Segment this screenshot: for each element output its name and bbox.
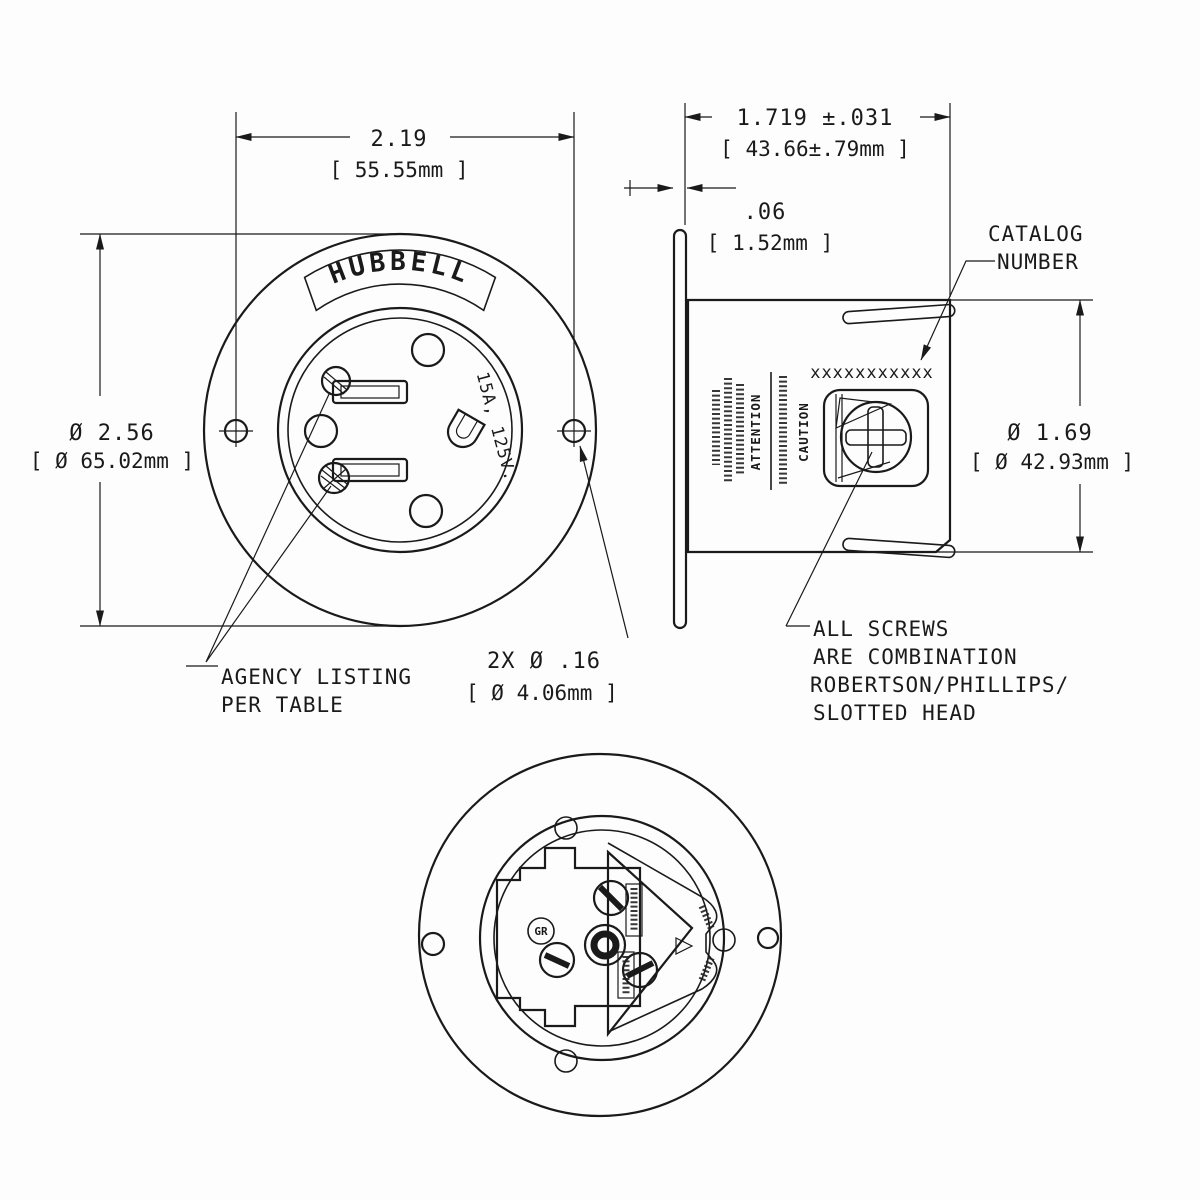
catalog-number-note: CATALOG NUMBER [920, 222, 1084, 361]
agency-note-line1: AGENCY LISTING [221, 665, 412, 689]
dimension-body-diameter: Ø 1.69 [ Ø 42.93mm ] [688, 299, 1134, 553]
agency-note: AGENCY LISTING PER TABLE [186, 391, 412, 717]
rear-flange-circle [417, 752, 783, 1118]
dim-flange-in: .06 [744, 200, 787, 225]
hot-slot [331, 457, 409, 483]
dimension-flange-diameter: Ø 2.56 [ Ø 65.02mm ] [30, 233, 402, 627]
rear-mounting-hole-left [420, 931, 446, 957]
rear-center-hole [583, 923, 627, 967]
spring-clip-bottom [842, 537, 956, 559]
face-rim-inner [287, 317, 513, 543]
dim-body-dia-in: Ø 1.69 [1007, 421, 1092, 446]
dim-width-mm: [ 55.55mm ] [329, 158, 468, 182]
screws-note: ALL SCREWS ARE COMBINATION ROBERTSON/PHI… [785, 451, 1069, 725]
front-view: HUBBELL 15A, 125V. [30, 112, 629, 717]
dimension-depth: 1.719 ±.031 [ 43.66±.79mm ] [684, 103, 951, 297]
spring-clip-top [842, 303, 956, 325]
rear-strap-outline [607, 842, 718, 1033]
assembly-hole-bottom [408, 493, 444, 529]
rear-body-block [495, 846, 642, 1028]
agency-circle [303, 413, 339, 449]
ground-label: GR [534, 925, 548, 938]
ground-slot [446, 408, 486, 449]
dim-body-dia-mm: [ Ø 42.93mm ] [970, 450, 1134, 474]
assembly-hole-top [410, 332, 446, 368]
agency-note-line2: PER TABLE [221, 693, 344, 717]
side-view: xxxxxxxxxxx ATTENTION CAUTION CATALOG NU… [624, 103, 1134, 725]
ground-marking: GR [527, 917, 555, 945]
rating-label: 15A, 125V. [472, 370, 520, 484]
brand-band [303, 249, 497, 312]
rear-index-triangle [675, 937, 694, 955]
rear-view: GR [417, 752, 783, 1118]
catalog-note-line1: CATALOG [988, 222, 1084, 246]
agency-screw-top [320, 365, 352, 397]
hole-callout-line1: 2X Ø .16 [487, 649, 601, 674]
dim-depth-mm: [ 43.66±.79mm ] [720, 137, 910, 161]
mounting-hole-callout: 2X Ø .16 [ Ø 4.06mm ] [466, 445, 629, 705]
catalog-note-line2: NUMBER [997, 250, 1079, 274]
dimension-width: 2.19 [ 55.55mm ] [235, 112, 575, 447]
molded-text-strips [617, 883, 716, 999]
dim-diameter-mm: [ Ø 65.02mm ] [30, 449, 194, 473]
attention-text: ATTENTION [748, 394, 763, 471]
dim-width-in: 2.19 [371, 127, 428, 152]
face-rim-outer [276, 306, 524, 554]
caution-label: ATTENTION CAUTION [712, 372, 811, 490]
screws-note-line1: ALL SCREWS [813, 617, 949, 641]
screws-note-line4: SLOTTED HEAD [813, 701, 977, 725]
dim-depth-in: 1.719 ±.031 [737, 106, 894, 131]
combination-screw [822, 388, 930, 488]
flange-outer-circle [202, 232, 598, 628]
rear-boss-top [554, 816, 578, 840]
rear-strap-triangle [606, 849, 694, 1038]
caution-text: CAUTION [796, 402, 811, 462]
screws-note-line2: ARE COMBINATION [813, 645, 1018, 669]
rear-boss-right [712, 928, 736, 952]
dimension-flange-thickness: .06 [ 1.52mm ] [624, 180, 833, 255]
agency-screw-bottom [317, 461, 351, 495]
rear-ring-outer [478, 814, 726, 1062]
dim-diameter-in: Ø 2.56 [69, 421, 154, 446]
screws-note-line3: ROBERTSON/PHILLIPS/ [810, 673, 1069, 697]
rear-boss-bottom [554, 1049, 578, 1073]
terminal-screw-top [592, 879, 630, 917]
catalog-number-placeholder: xxxxxxxxxxx [810, 363, 934, 383]
rear-ring-inner [493, 829, 711, 1047]
terminal-screw-left [538, 941, 576, 979]
flange-plate [672, 228, 688, 630]
rear-mounting-hole-right [756, 926, 780, 950]
dim-flange-mm: [ 1.52mm ] [707, 231, 833, 255]
hole-callout-line2: [ Ø 4.06mm ] [466, 681, 618, 705]
